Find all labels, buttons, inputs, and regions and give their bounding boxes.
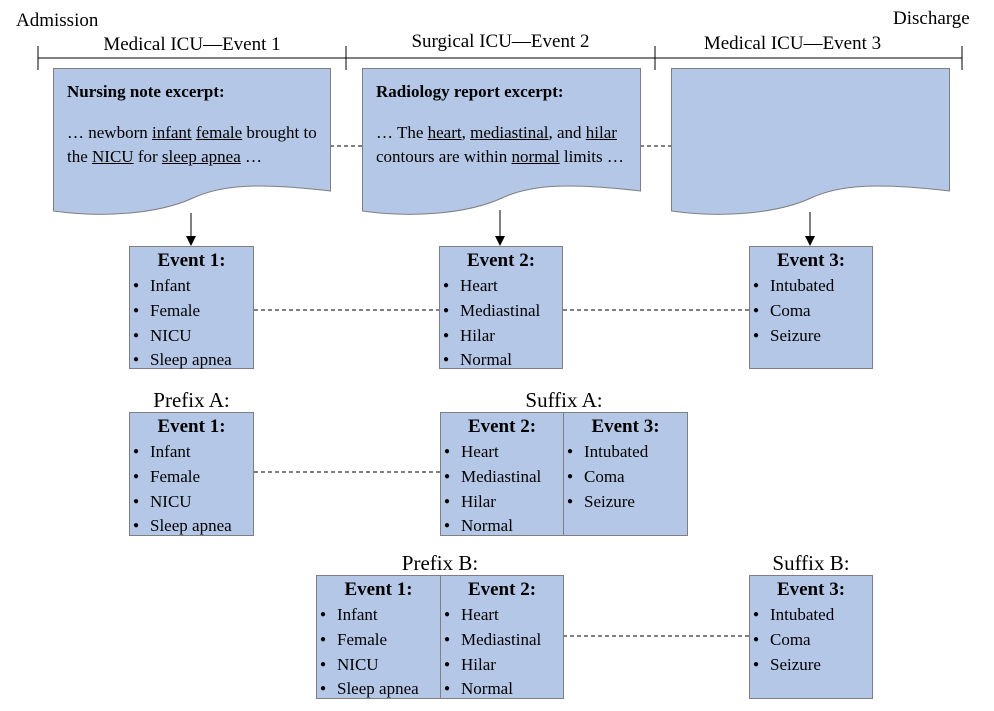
keyword-sleep-apnea: sleep apnea — [161, 147, 241, 166]
list-item: Hilar — [441, 653, 563, 678]
event-2-title: Event 2: — [467, 416, 537, 437]
keyword-infant: infant — [151, 122, 192, 142]
event-connectors — [254, 309, 749, 637]
list-item: Sleep apnea — [317, 677, 440, 702]
event-1-title: Event 1: — [157, 250, 226, 271]
keyword-nicu: NICU — [92, 147, 134, 166]
prefix-a-event-1-box: Event 1: Infant Female NICU Sleep apnea — [129, 412, 254, 539]
list-item: Coma — [750, 628, 872, 653]
event-3-box: Event 3: Intubated Coma Seizure — [749, 246, 873, 369]
prefix-b-label: Prefix B: — [401, 551, 479, 575]
event-1-box: Event 1: Infant Female NICU Sleep apnea — [129, 246, 254, 373]
radiology-report-document: Radiology report excerpt: … The heart, m… — [362, 68, 641, 218]
list-item: Female — [317, 628, 440, 653]
list-item: Seizure — [564, 490, 687, 515]
timeline — [37, 46, 963, 70]
keyword-mediastinal: mediastinal — [470, 122, 549, 142]
list-item: Sleep apnea — [130, 514, 253, 539]
suffix-a-label: Suffix A: — [525, 388, 603, 412]
nursing-note-title: Nursing note excerpt: — [67, 82, 225, 101]
suffix-b-event-3-box: Event 3: Intubated Coma Seizure — [749, 575, 873, 699]
segment-label-1: Medical ICU—Event 1 — [103, 34, 281, 55]
event-2-title: Event 2: — [466, 250, 536, 271]
list-item: Female — [130, 299, 253, 324]
nursing-text-5: … — [240, 147, 262, 166]
list-item: Infant — [130, 440, 253, 465]
nursing-text-1: … newborn — [67, 122, 152, 142]
list-item: NICU — [130, 324, 253, 349]
prefix-a-label: Prefix A: — [153, 388, 230, 412]
list-item: Intubated — [750, 603, 872, 628]
list-item: Coma — [564, 465, 687, 490]
list-item: Coma — [750, 299, 872, 324]
suffix-a-event-3-box: Event 3: Intubated Coma Seizure — [563, 412, 688, 536]
list-item: Hilar — [440, 324, 562, 349]
event-3-list: Intubated Coma Seizure — [750, 274, 872, 348]
event-3-title: Event 3: — [591, 416, 660, 437]
radiology-text-4: contours are within — [376, 147, 512, 166]
radiology-text-5: limits … — [559, 147, 624, 166]
list-item: Mediastinal — [440, 299, 562, 324]
radiology-text-2: , — [461, 122, 471, 142]
keyword-female: female — [195, 122, 243, 142]
event-1-list: Infant Female NICU Sleep apnea — [130, 440, 253, 539]
radiology-text-3: , and — [548, 122, 586, 142]
radiology-report-title: Radiology report excerpt: — [376, 82, 564, 101]
list-item: Seizure — [750, 324, 872, 349]
admission-label: Admission — [16, 10, 99, 31]
list-item: Intubated — [564, 440, 687, 465]
list-item: Infant — [317, 603, 440, 628]
event-3-title: Event 3: — [776, 579, 846, 600]
list-item: Mediastinal — [441, 628, 563, 653]
list-item: Hilar — [441, 490, 563, 515]
prefix-b-event-1-box: Event 1: Infant Female NICU Sleep apnea — [316, 575, 441, 702]
nursing-note-document: Nursing note excerpt: … newborn infant f… — [53, 68, 331, 218]
list-item: Infant — [130, 274, 253, 299]
segment-label-3: Medical ICU—Event 3 — [703, 33, 882, 54]
keyword-heart: heart — [427, 122, 462, 142]
nursing-text-4: for — [133, 147, 162, 166]
list-item: Sleep apnea — [130, 348, 253, 373]
event-3-document — [671, 68, 950, 218]
event-3-list: Intubated Coma Seizure — [564, 440, 687, 514]
event-2-box: Event 2: Heart Mediastinal Hilar Normal — [439, 246, 563, 373]
event-2-list: Heart Mediastinal Hilar Normal — [441, 603, 563, 702]
keyword-normal: normal — [511, 147, 560, 166]
list-item: Female — [130, 465, 253, 490]
list-item: Heart — [441, 603, 563, 628]
list-item: Seizure — [750, 653, 872, 678]
event-1-list: Infant Female NICU Sleep apnea — [130, 274, 253, 373]
event-3-title: Event 3: — [776, 250, 846, 271]
event-1-title: Event 1: — [344, 579, 413, 600]
event-2-list: Heart Mediastinal Hilar Normal — [441, 440, 563, 539]
event-2-list: Heart Mediastinal Hilar Normal — [440, 274, 562, 373]
suffix-b-label: Suffix B: — [772, 551, 850, 575]
arrows — [186, 210, 815, 246]
suffix-a-event-2-box: Event 2: Heart Mediastinal Hilar Normal — [440, 412, 564, 539]
radiology-text-1: … The — [376, 122, 428, 142]
event-1-title: Event 1: — [157, 416, 226, 437]
list-item: Normal — [440, 348, 562, 373]
prefix-b-event-2-box: Event 2: Heart Mediastinal Hilar Normal — [440, 575, 564, 702]
list-item: NICU — [317, 653, 440, 678]
list-item: Mediastinal — [441, 465, 563, 490]
discharge-label: Discharge — [893, 8, 970, 29]
event-2-title: Event 2: — [467, 579, 537, 600]
list-item: Heart — [441, 440, 563, 465]
nursing-text-3: brought to the — [67, 122, 317, 167]
event-1-list: Infant Female NICU Sleep apnea — [317, 603, 440, 702]
segment-label-2: Surgical ICU—Event 2 — [411, 31, 590, 52]
event-3-list: Intubated Coma Seizure — [750, 603, 872, 677]
keyword-hilar: hilar — [585, 122, 617, 142]
list-item: NICU — [130, 490, 253, 515]
list-item: Intubated — [750, 274, 872, 299]
list-item: Normal — [441, 514, 563, 539]
list-item: Normal — [441, 677, 563, 702]
list-item: Heart — [440, 274, 562, 299]
